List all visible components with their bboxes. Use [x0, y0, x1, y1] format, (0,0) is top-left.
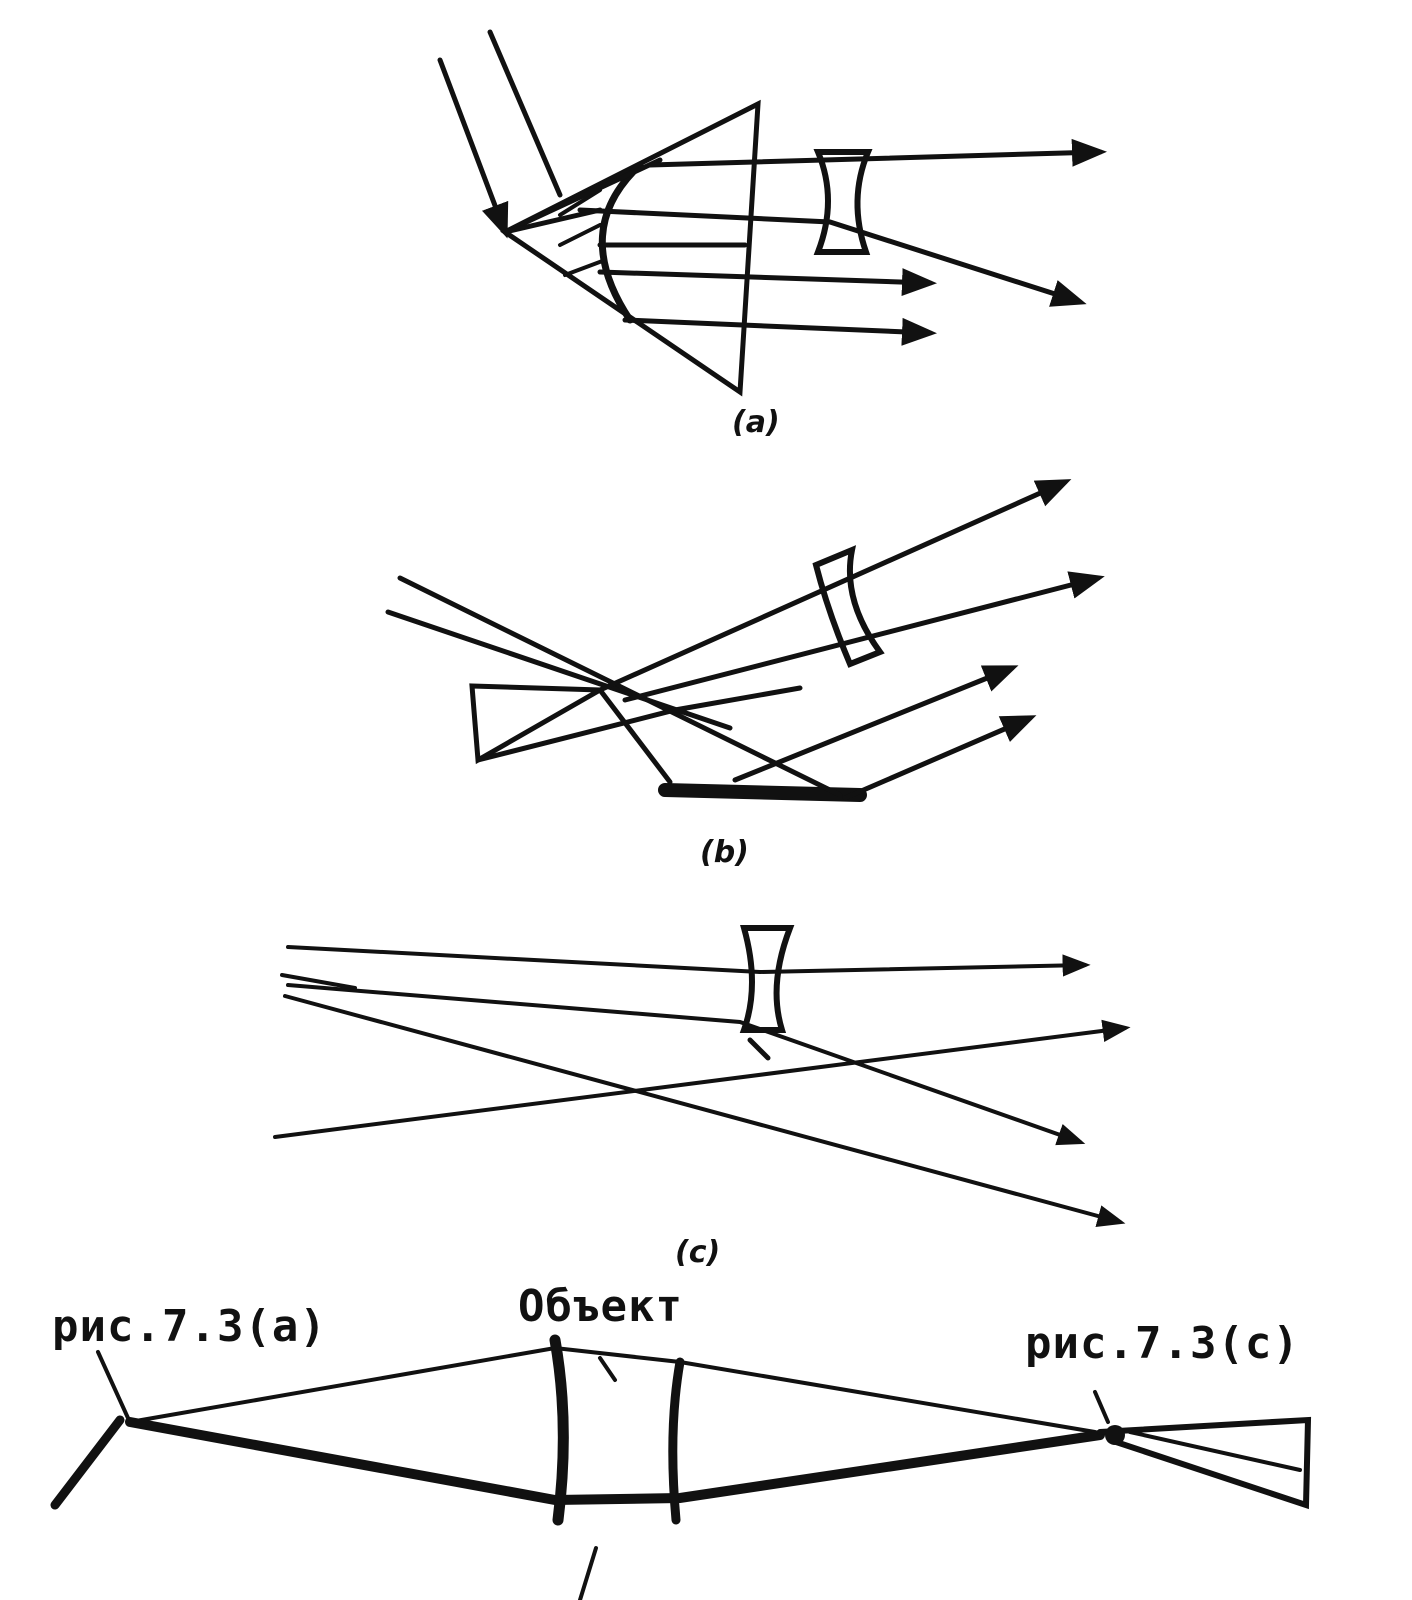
- right-cone-inner: [1128, 1430, 1302, 1472]
- left-arm: [50, 1415, 125, 1510]
- panel-c: [273, 925, 1131, 1227]
- concave-mirror-a: [598, 161, 644, 324]
- panel-a: [437, 29, 1107, 397]
- ray-c5: [280, 973, 357, 990]
- concave-lens-c: [739, 925, 795, 1033]
- caption-a: (a): [732, 405, 780, 440]
- ray-b4: [622, 571, 1105, 703]
- ray-b5: [475, 685, 803, 763]
- right-focus: [1105, 1425, 1125, 1445]
- incoming-ray-a1: [437, 57, 509, 239]
- ray-c4: [273, 1019, 1131, 1139]
- ray-c3: [283, 994, 1126, 1227]
- prism-b: [469, 683, 609, 765]
- ray-b6: [732, 665, 1019, 783]
- lens-smudge-c: [747, 1037, 771, 1061]
- ray-a4: [577, 207, 1087, 307]
- concave-lens-a: [813, 149, 873, 255]
- object-lens-left: [549, 1334, 569, 1526]
- bottom-schematic: [50, 1334, 1312, 1600]
- object-lens-right: [668, 1357, 685, 1525]
- ray-b8: [597, 687, 673, 785]
- panel-b: [385, 479, 1105, 802]
- mirror-b: [658, 783, 867, 802]
- label-fig-c: рис.7.3(c): [1025, 1318, 1300, 1369]
- label-fig-a: рис.7.3(a): [52, 1301, 327, 1352]
- ray-c1: [286, 945, 1091, 977]
- beam-top: [128, 1345, 1097, 1434]
- incoming-ray-a2: [487, 29, 563, 198]
- ray-a7: [622, 317, 937, 346]
- right-cone: [1097, 1416, 1312, 1510]
- object-leader-bottom: [578, 1546, 598, 1600]
- caption-b: (b): [700, 835, 749, 870]
- ray-a6: [597, 268, 937, 297]
- ray-b7: [842, 715, 1037, 801]
- prism-a: [500, 99, 761, 397]
- ray-c2: [286, 983, 1086, 1146]
- caption-c: (c): [675, 1235, 720, 1270]
- concave-lens-b: [812, 545, 885, 668]
- ray-b3: [597, 479, 1072, 693]
- label-object: Объект: [518, 1281, 683, 1332]
- ray-b1: [397, 575, 843, 798]
- ray-a3: [647, 138, 1107, 168]
- right-leader: [1093, 1390, 1110, 1424]
- ray-a1: [502, 157, 663, 235]
- beam-bottom: [125, 1417, 1105, 1506]
- left-leader: [96, 1350, 130, 1420]
- object-leader-top: [598, 1356, 617, 1382]
- ray-a2: [502, 207, 603, 235]
- hatch-a: [558, 188, 607, 277]
